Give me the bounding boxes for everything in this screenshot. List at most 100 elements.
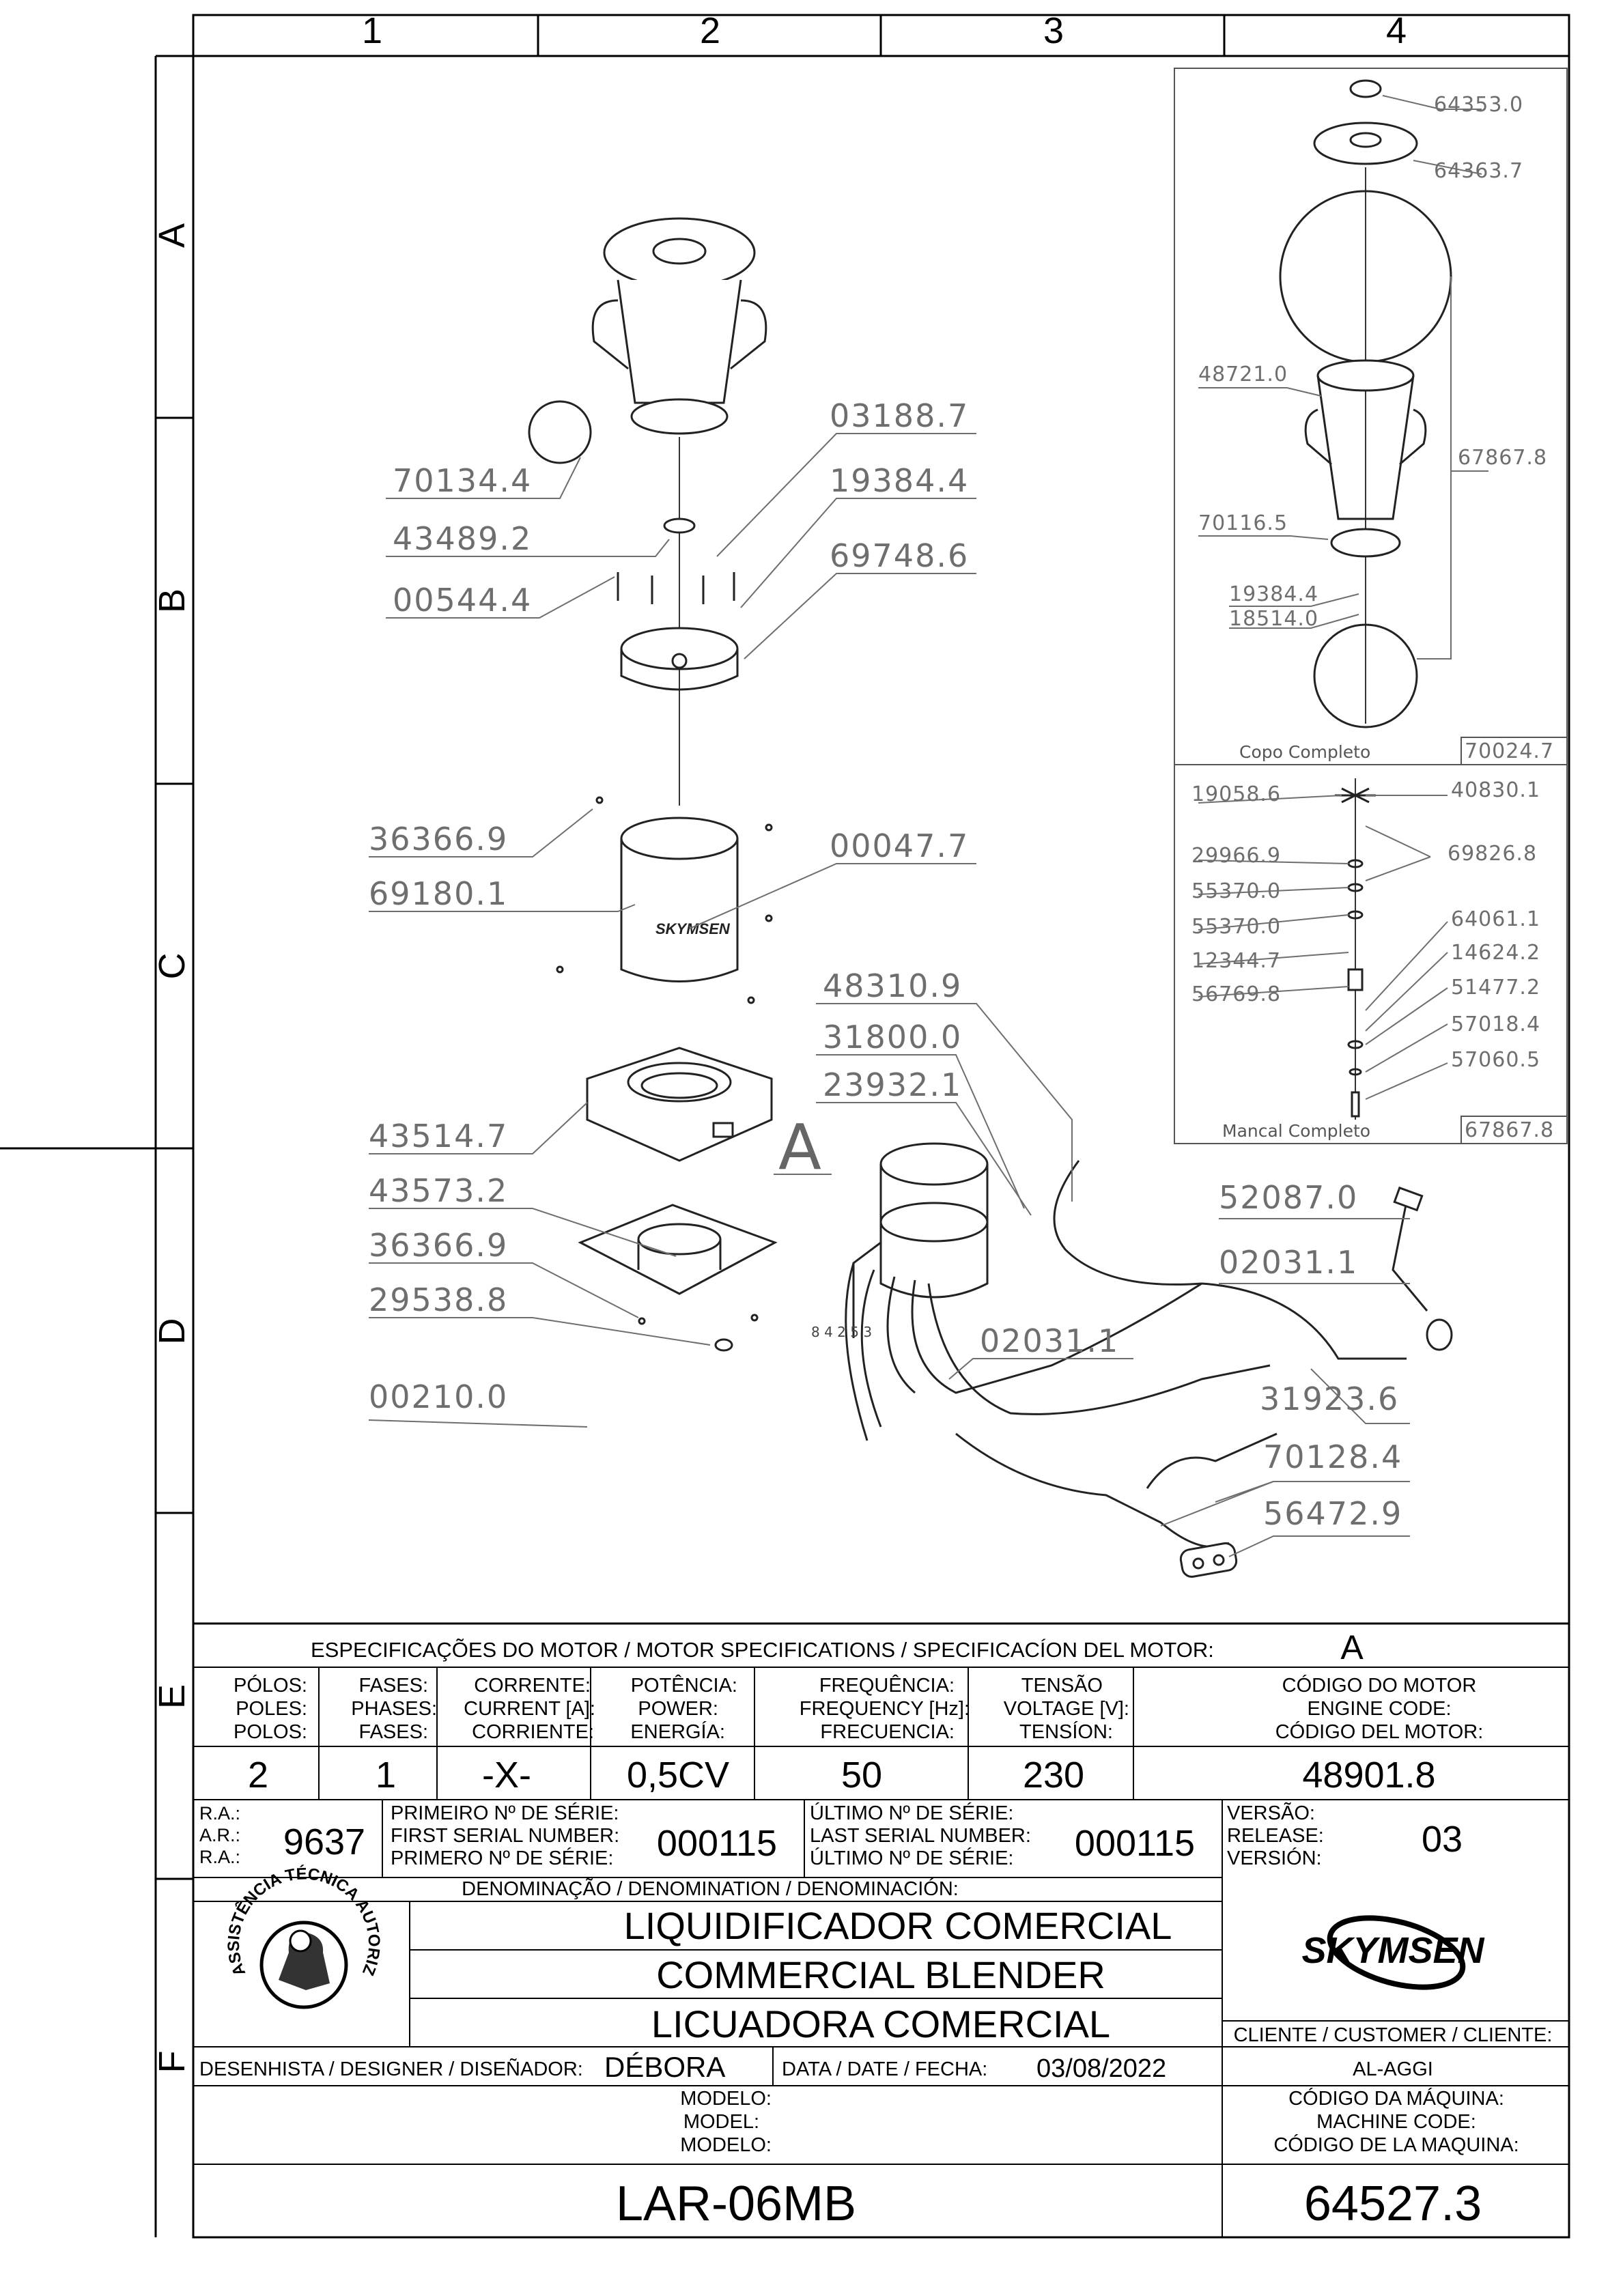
callout-numbers-main: 70134.4 43489.2 00544.4 03188.7 19384.4 …	[369, 397, 1402, 1532]
motor-spec-values: 2 1 -X- 0,5CV 50 230 48901.8	[248, 1755, 1436, 1796]
callout-31800-0: 31800.0	[823, 1019, 962, 1055]
ra-value: 9637	[283, 1822, 365, 1862]
mancal-label-55370-0-a: 55370.0	[1191, 879, 1281, 903]
copo-label-64353-0: 64353.0	[1434, 93, 1523, 117]
mancal-label-55370-0-b: 55370.0	[1191, 915, 1281, 939]
mancal-label-40830-1: 40830.1	[1451, 778, 1540, 802]
switch-drawing	[1179, 1542, 1238, 1578]
version-label-1: VERSÃO:	[1227, 1801, 1315, 1824]
callout-70128-4: 70128.4	[1263, 1438, 1402, 1475]
mancal-caption: Mancal Completo	[1222, 1121, 1370, 1141]
grid-row-e: E	[152, 1684, 193, 1709]
mancal-label-14624-2: 14624.2	[1451, 941, 1540, 965]
mancal-label-29966-9: 29966.9	[1191, 844, 1281, 868]
denomination-pt: LIQUIDIFICADOR COMERCIAL	[624, 1904, 1172, 1947]
machine-code-label-2: MACHINE CODE:	[1316, 2111, 1476, 2133]
skymsen-logo: SKYMSEN	[1301, 1915, 1485, 1990]
spec-h-current-1: CORRENTE:	[474, 1675, 591, 1697]
spec-v-phases: 1	[376, 1755, 396, 1796]
grid-column-labels: 1 2 3 4	[362, 10, 1407, 51]
blender-jar-drawing	[591, 217, 767, 806]
spec-v-poles: 2	[248, 1755, 268, 1796]
machine-code-label-3: CÓDIGO DE LA MAQUINA:	[1273, 2134, 1519, 2156]
version-value: 03	[1422, 1819, 1463, 1860]
motor-drawing	[852, 1142, 989, 1338]
last-serial-label-3: ÚLTIMO Nº DE SÉRIE:	[810, 1847, 1013, 1869]
title-block-lines	[193, 1623, 1570, 2238]
mancal-labels-right: 40830.1 69826.8 64061.1 14624.2 51477.2 …	[1448, 778, 1540, 1072]
client-value: AL-AGGI	[1353, 2058, 1433, 2080]
callout-leaders	[368, 433, 1410, 1557]
mancal-label-56769-8: 56769.8	[1191, 982, 1281, 1006]
version-label-2: RELEASE:	[1227, 1825, 1324, 1847]
callout-23932-1: 23932.1	[823, 1066, 962, 1103]
seal-text: ASSISTÊNCIA TÉCNICA AUTORIZADA	[0, 0, 383, 1979]
jar-base-drawing	[617, 518, 739, 691]
mancal-labels-left: 19058.6 29966.9 55370.0 55370.0 12344.7 …	[1191, 782, 1281, 1006]
wire-numbers: 8 4 2 5 3	[811, 1324, 872, 1340]
callout-36366-9-a: 36366.9	[369, 821, 508, 858]
spec-v-power: 0,5CV	[627, 1755, 729, 1796]
last-serial-label-1: ÚLTIMO Nº DE SÉRIE:	[810, 1802, 1013, 1824]
model-value: LAR-06MB	[616, 2177, 856, 2231]
callout-02031-1-a: 02031.1	[1219, 1244, 1358, 1281]
first-serial-label-1: PRIMEIRO Nº DE SÉRIE:	[391, 1802, 619, 1824]
callout-29538-8: 29538.8	[369, 1281, 508, 1318]
spec-h-poles-1: PÓLOS:	[234, 1674, 307, 1697]
spec-h-phases-1: FASES:	[358, 1675, 428, 1697]
detail-circle-lower	[1313, 623, 1418, 728]
model-label-2: MODEL:	[683, 2111, 759, 2133]
mancal-label-64061-1: 64061.1	[1451, 907, 1540, 931]
copo-label-48721-0: 48721.0	[1198, 363, 1288, 386]
motor-support-drawing	[578, 1204, 778, 1352]
copo-label-70116-5: 70116.5	[1198, 511, 1288, 535]
last-serial-label-2: LAST SERIAL NUMBER:	[810, 1825, 1031, 1847]
copo-label-64363-7: 64363.7	[1434, 159, 1523, 183]
motor-spec-title: ESPECIFICAÇÕES DO MOTOR / MOTOR SPECIFIC…	[311, 1638, 1214, 1662]
logo-text: SKYMSEN	[1301, 1930, 1484, 1971]
copo-label-19384-4: 19384.4	[1229, 582, 1318, 606]
denomination-header: DENOMINAÇÃO / DENOMINATION / DENOMINACIÓ…	[462, 1877, 959, 1900]
spec-h-volt-3: TENSÍON:	[1019, 1720, 1113, 1743]
motor-letter: A	[1340, 1628, 1364, 1667]
copo-label-67867-8: 67867.8	[1458, 446, 1547, 470]
first-serial-label-3: PRIMERO Nº DE SÉRIE:	[391, 1847, 613, 1869]
copo-completo-drawing	[1279, 79, 1452, 728]
cover-logo-text: SKYMSEN	[655, 920, 731, 937]
callout-00210-0: 00210.0	[369, 1378, 508, 1415]
copo-leaders	[1198, 95, 1488, 629]
spec-h-phases-3: FASES:	[358, 1721, 428, 1743]
callout-70134-4: 70134.4	[393, 462, 532, 499]
spec-h-power-2: POWER:	[638, 1698, 718, 1720]
callout-52087-0: 52087.0	[1219, 1179, 1358, 1216]
first-serial-label-2: FIRST SERIAL NUMBER:	[391, 1825, 619, 1847]
machine-code-value: 64527.3	[1304, 2177, 1482, 2231]
copo-code: 70024.7	[1465, 739, 1554, 763]
spec-v-current: -X-	[482, 1755, 531, 1796]
ra-label-3: R.A.:	[199, 1847, 240, 1867]
ra-label-2: A.R.:	[199, 1825, 240, 1845]
callout-43514-7: 43514.7	[369, 1118, 508, 1154]
mancal-label-57018-4: 57018.4	[1451, 1012, 1540, 1036]
spec-h-power-1: POTÊNCIA:	[631, 1674, 737, 1697]
grid-row-f: F	[152, 2051, 193, 2073]
callout-69180-1: 69180.1	[369, 875, 508, 912]
spec-h-current-3: CORRIENTE:	[472, 1721, 594, 1743]
callout-00047-7: 00047.7	[830, 827, 969, 864]
spec-h-freq-1: FREQUÊNCIA:	[819, 1674, 955, 1697]
mancal-label-69826-8: 69826.8	[1448, 842, 1537, 866]
last-serial-value: 000115	[1075, 1823, 1195, 1864]
spec-h-volt-2: VOLTAGE [V]:	[1004, 1698, 1129, 1720]
wiring-drawing	[845, 1160, 1428, 1548]
motor-code-headers: CÓDIGO DO MOTOR ENGINE CODE: CÓDIGO DEL …	[1275, 1674, 1484, 1743]
grid-col-1: 1	[362, 10, 382, 51]
model-labels: MODELO: MODEL: MODELO:	[680, 2088, 772, 2156]
spec-v-freq: 50	[841, 1755, 882, 1796]
callout-56472-9: 56472.9	[1263, 1495, 1402, 1532]
ra-label-1: R.A.:	[199, 1803, 240, 1824]
serial-row: R.A.: A.R.: R.A.: 9637 PRIMEIRO Nº DE SÉ…	[199, 1801, 1463, 1869]
mancal-label-12344-7: 12344.7	[1191, 949, 1281, 973]
spec-v-code: 48901.8	[1302, 1755, 1435, 1796]
spec-h-code-1: CÓDIGO DO MOTOR	[1282, 1674, 1477, 1697]
